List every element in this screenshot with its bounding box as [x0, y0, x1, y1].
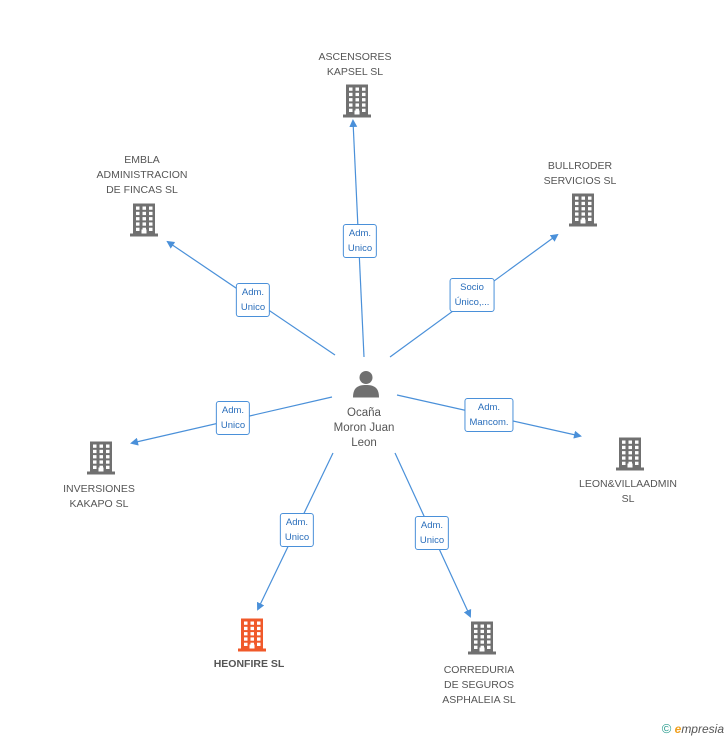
company-name-line: INVERSIONES	[63, 483, 135, 495]
company-name-line: ASCENSORES	[318, 51, 392, 63]
person-icon	[353, 371, 379, 398]
company-name-line: ADMINISTRACION	[96, 169, 188, 181]
center-name-line: Moron Juan	[333, 422, 395, 434]
company-name-line: SL	[621, 493, 635, 505]
company-node-correduria[interactable]	[467, 621, 497, 660]
company-name-line: BULLRODER	[547, 160, 613, 172]
role-tag-line: Unico	[220, 420, 246, 431]
company-name-line: DE SEGUROS	[443, 679, 515, 691]
footer-brand[interactable]: © empresia	[662, 721, 724, 736]
company-name-line: ASPHALEIA SL	[442, 694, 516, 706]
role-tag-line: Adm.	[477, 402, 501, 413]
role-tag-line: Adm.	[285, 517, 309, 528]
role-tag-ascensores[interactable]: Adm. Unico	[342, 224, 378, 258]
center-name-line: Ocaña	[347, 407, 381, 419]
role-tag-line: Adm.	[221, 405, 245, 416]
company-name-line: CORREDURIA	[443, 664, 515, 676]
role-tag-line: Socio	[460, 282, 484, 293]
company-name-heonfire[interactable]: HEONFIRE SL	[214, 657, 285, 672]
company-node-leonvilla[interactable]	[615, 437, 645, 476]
building-icon	[616, 437, 644, 471]
company-node-bullroder[interactable]	[568, 193, 598, 232]
building-icon	[468, 621, 496, 655]
role-tag-inversiones[interactable]: Adm. Unico	[215, 401, 251, 435]
building-icon	[130, 203, 158, 237]
role-tag-line: Unico	[419, 535, 445, 546]
center-name[interactable]: Ocaña Moron Juan Leon	[334, 406, 395, 451]
company-name-bullroder[interactable]: BULLRODER SERVICIOS SL	[544, 159, 617, 189]
company-node-heonfire[interactable]	[237, 618, 267, 657]
role-tag-line: Mancom.	[469, 417, 509, 428]
center-name-line: Leon	[351, 437, 377, 449]
role-tag-embla[interactable]: Adm. Unico	[235, 283, 271, 317]
role-tag-leonvilla[interactable]: Adm. Mancom.	[464, 398, 514, 432]
company-name-line: SERVICIOS SL	[543, 175, 617, 187]
company-node-ascensores[interactable]	[342, 84, 372, 123]
role-tag-line: Adm.	[348, 228, 372, 239]
building-icon	[87, 441, 115, 475]
company-node-embla[interactable]	[129, 203, 159, 242]
company-name-correduria[interactable]: CORREDURIA DE SEGUROS ASPHALEIA SL	[442, 663, 516, 708]
company-name-ascensores[interactable]: ASCENSORES KAPSEL SL	[319, 50, 392, 80]
company-name-line: KAKAPO SL	[69, 498, 129, 510]
company-name-line: EMBLA	[124, 154, 160, 166]
role-tag-line: Unico	[240, 302, 266, 313]
role-tag-line: Adm.	[241, 287, 265, 298]
center-person[interactable]	[352, 370, 380, 403]
copyright-icon: ©	[661, 721, 672, 736]
building-icon	[569, 193, 597, 227]
building-icon	[343, 84, 371, 118]
role-tag-heonfire[interactable]: Adm. Unico	[279, 513, 315, 547]
company-name-line: HEONFIRE SL	[213, 658, 285, 670]
role-tag-line: Unico	[347, 243, 373, 254]
company-name-inversiones[interactable]: INVERSIONES KAKAPO SL	[63, 482, 135, 512]
company-name-line: KAPSEL SL	[326, 66, 384, 78]
company-name-leonvilla[interactable]: LEON&VILLAADMIN SL	[579, 477, 677, 507]
company-name-embla[interactable]: EMBLA ADMINISTRACION DE FINCAS SL	[96, 153, 187, 198]
role-tag-line: Único,...	[454, 297, 490, 308]
role-tag-line: Adm.	[420, 520, 444, 531]
company-name-line: LEON&VILLAADMIN	[578, 478, 678, 490]
role-tag-correduria[interactable]: Adm. Unico	[414, 516, 450, 550]
company-node-inversiones[interactable]	[86, 441, 116, 480]
role-tag-line: Unico	[284, 532, 310, 543]
building-icon	[238, 618, 266, 652]
company-name-line: DE FINCAS SL	[106, 184, 178, 196]
brand-logo: empresia	[674, 722, 724, 736]
